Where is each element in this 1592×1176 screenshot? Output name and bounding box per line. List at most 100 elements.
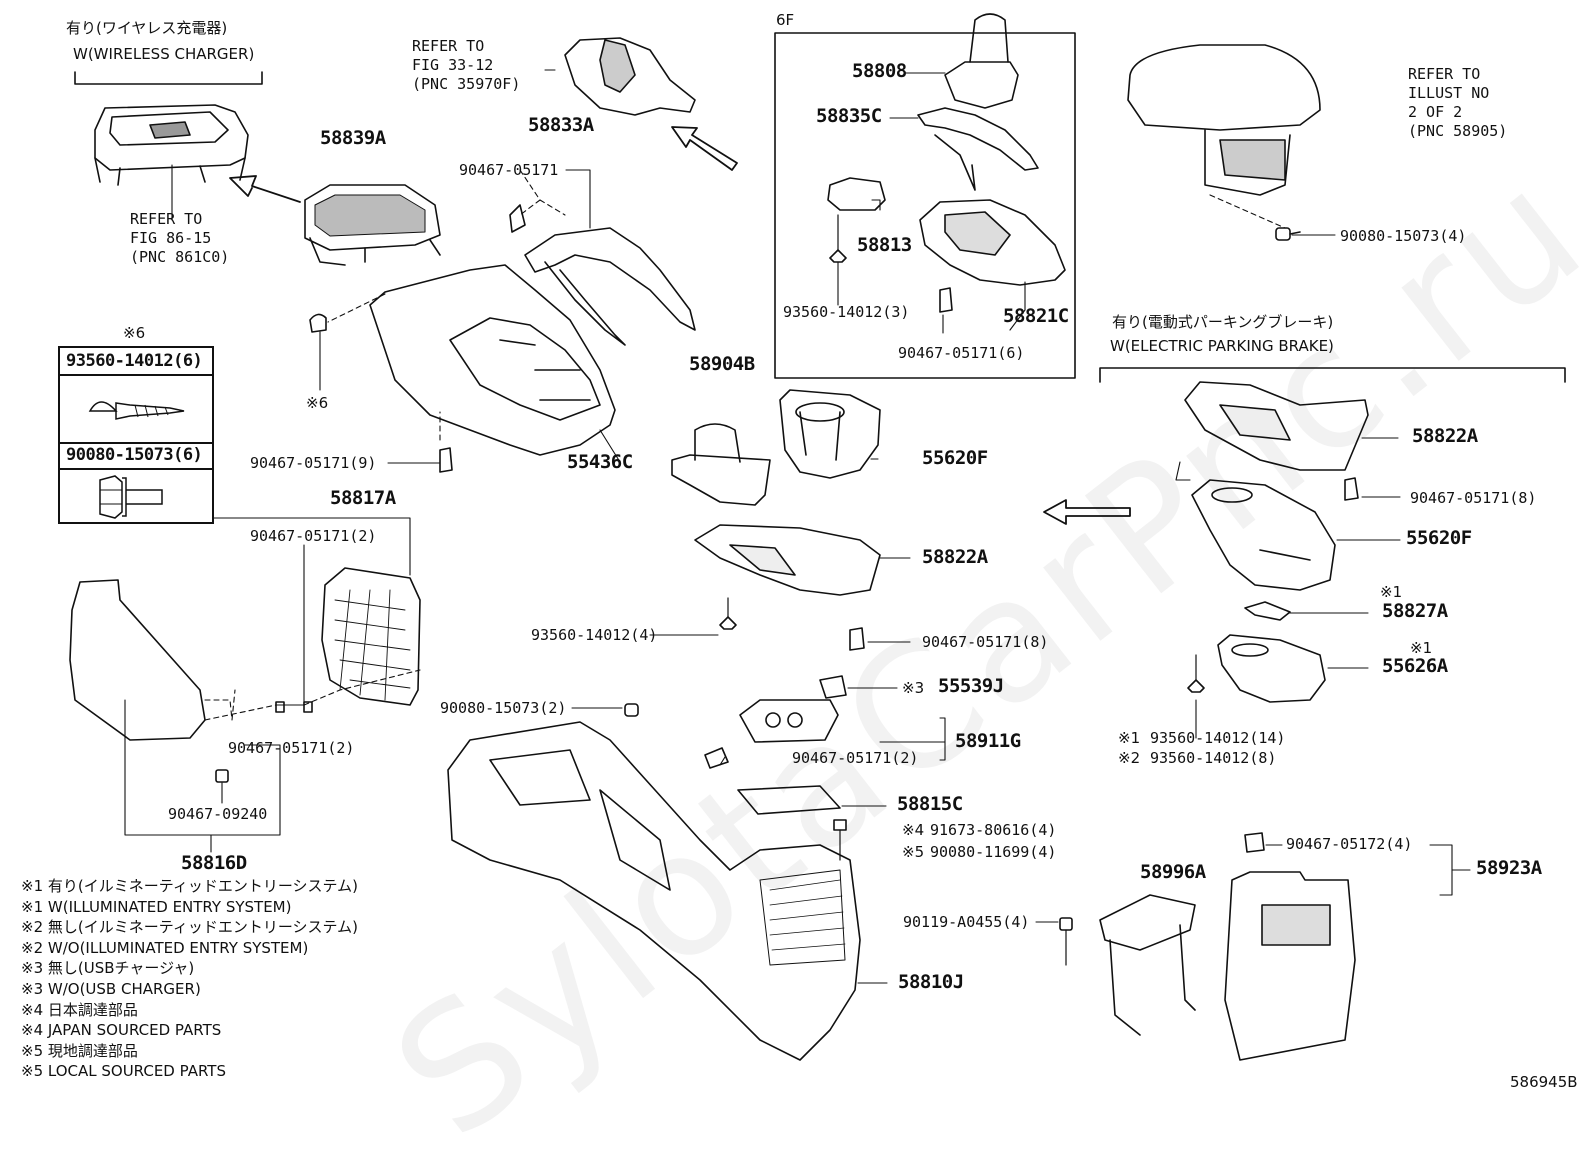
trim-58822A-shape <box>694 524 881 596</box>
part-58839A[interactable]: 58839A <box>320 127 386 149</box>
part-58822A-center[interactable]: 58822A <box>922 546 988 568</box>
arrow-58839A <box>229 175 301 203</box>
part-58923A[interactable]: 58923A <box>1476 857 1542 879</box>
sidepanel-58816D-shape <box>69 579 206 741</box>
part-58822A-right[interactable]: 58822A <box>1412 425 1478 447</box>
mark-93560-8: ※2 <box>1118 749 1141 767</box>
part-93560-14012-4[interactable]: 93560-14012(4) <box>531 626 658 644</box>
cupholder-55620F-shape <box>779 389 881 479</box>
part-90467-05171-a[interactable]: 90467-05171 <box>459 161 559 179</box>
part-90467-05172-4[interactable]: 90467-05172(4) <box>1286 835 1413 853</box>
mark-6-box: ※6 <box>123 324 146 342</box>
legend-notes: ※1 有り(イルミネーティッドエントリーシステム) ※1 W(ILLUMINAT… <box>21 876 358 1082</box>
wireless-charger-shape <box>94 104 249 186</box>
panel-58911G-shape <box>739 699 839 743</box>
console-58810J-shape <box>447 721 861 1061</box>
epb-header-en: W(ELECTRIC PARKING BRAKE) <box>1110 337 1334 355</box>
pad-58815C-shape <box>737 785 841 815</box>
part-90080-15073-4[interactable]: 90080-15073(4) <box>1340 227 1467 245</box>
mark-55539J: ※3 <box>902 679 925 697</box>
part-55539J[interactable]: 55539J <box>938 675 1004 697</box>
wireless-charger-header-jp: 有り(ワイヤレス充電器) <box>66 19 228 37</box>
mark-93560-14: ※1 <box>1118 729 1141 747</box>
mark-55626A: ※1 <box>1410 639 1433 657</box>
note-2-en: ※2 W/O(ILLUMINATED ENTRY SYSTEM) <box>21 938 309 957</box>
part-90467-05171-8b[interactable]: 90467-05171(8) <box>1410 489 1537 507</box>
part-90080-15073-2[interactable]: 90080-15073(2) <box>440 699 567 717</box>
armrest-shape <box>1127 44 1321 196</box>
part-58904B[interactable]: 58904B <box>689 353 755 375</box>
cupholder-55620F-right-shape <box>1191 479 1336 591</box>
part-55620F-right[interactable]: 55620F <box>1406 527 1472 549</box>
switch-58813-shape <box>827 177 886 211</box>
mark-91673: ※4 <box>902 821 925 839</box>
part-93560-14012-14[interactable]: 93560-14012(14) <box>1150 729 1286 747</box>
part-90080-15073-6: 90080-15073(6) <box>66 445 203 465</box>
part-58835C[interactable]: 58835C <box>816 105 882 127</box>
part-90080-11699-4[interactable]: 90080-11699(4) <box>930 843 1057 861</box>
group-6f-label: 6F <box>776 11 795 29</box>
part-90467-09240[interactable]: 90467-09240 <box>168 805 268 823</box>
leaders <box>124 69 1471 984</box>
part-93560-14012-6: 93560-14012(6) <box>66 351 203 371</box>
part-93560-14012-8[interactable]: 93560-14012(8) <box>1150 749 1277 767</box>
part-58815C[interactable]: 58815C <box>897 793 963 815</box>
part-58827A[interactable]: 58827A <box>1382 600 1448 622</box>
part-58833A[interactable]: 58833A <box>528 114 594 136</box>
note-4-jp: ※4 日本調達部品 <box>21 1000 138 1019</box>
part-91673-80616-4[interactable]: 91673-80616(4) <box>930 821 1057 839</box>
note-4-en: ※4 JAPAN SOURCED PARTS <box>21 1021 222 1040</box>
panel-55436C-shape <box>369 264 616 456</box>
part-90467-05171-8a[interactable]: 90467-05171(8) <box>922 633 1049 651</box>
part-93560-14012-3[interactable]: 93560-14012(3) <box>783 303 910 321</box>
part-58808[interactable]: 58808 <box>852 60 907 82</box>
cover-58923A-shape <box>1224 871 1356 1061</box>
box-58904B-shape <box>671 423 771 506</box>
light-58827A-shape <box>1244 601 1291 621</box>
mark-58827A: ※1 <box>1380 583 1403 601</box>
bracket-58996A-shape <box>1099 894 1196 1036</box>
tray-58839A-shape <box>304 184 441 266</box>
part-90467-05171-9[interactable]: 90467-05171(9) <box>250 454 377 472</box>
part-58821C[interactable]: 58821C <box>1003 305 1069 327</box>
grille-58817A-shape <box>321 567 421 706</box>
note-1-jp: ※1 有り(イルミネーティッドエントリーシステム) <box>21 877 358 895</box>
diagram-drawing <box>69 13 1566 1061</box>
part-58817A[interactable]: 58817A <box>330 487 396 509</box>
parts-diagram: SylotaCarPnc.ru <box>21 11 1592 1176</box>
note-1-en: ※1 W(ILLUMINATED ENTRY SYSTEM) <box>21 897 292 916</box>
part-90467-05171-2c[interactable]: 90467-05171(2) <box>792 749 919 767</box>
part-90467-05171-2b[interactable]: 90467-05171(2) <box>228 739 355 757</box>
note-2-jp: ※2 無し(イルミネーティッドエントリーシステム) <box>21 918 358 937</box>
part-90119-A0455-4[interactable]: 90119-A0455(4) <box>903 913 1030 931</box>
note-5-jp: ※5 現地調達部品 <box>21 1041 138 1060</box>
mark-6-fastener: ※6 <box>306 394 329 412</box>
trim-58835C-shape <box>917 107 1039 191</box>
screw-icon <box>88 401 185 420</box>
part-58911G[interactable]: 58911G <box>955 730 1021 752</box>
part-58816D[interactable]: 58816D <box>181 852 247 874</box>
note-3-jp: ※3 無し(USBチャージャ) <box>21 959 195 978</box>
part-90467-05171-6[interactable]: 90467-05171(6) <box>898 344 1025 362</box>
note-3-en: ※3 W/O(USB CHARGER) <box>21 979 201 998</box>
part-58813[interactable]: 58813 <box>857 234 912 256</box>
base-58821C-shape <box>919 199 1066 286</box>
shift-bezel-shape <box>564 37 696 116</box>
note-5-en: ※5 LOCAL SOURCED PARTS <box>21 1062 226 1081</box>
figure-code: 586945B <box>1510 1073 1578 1091</box>
bezel-58833A-shape <box>524 227 696 346</box>
wireless-charger-header-en: W(WIRELESS CHARGER) <box>73 45 255 63</box>
bolt-icon <box>99 475 163 519</box>
refer-illust-2-of-2: REFER TO ILLUST NO 2 OF 2 (PNC 58905) <box>1408 65 1508 140</box>
refer-fig-86-15: REFER TO FIG 86-15 (PNC 861C0) <box>130 210 230 266</box>
part-58810J[interactable]: 58810J <box>898 971 964 993</box>
part-90467-05171-2a[interactable]: 90467-05171(2) <box>250 527 377 545</box>
part-55436C[interactable]: 55436C <box>567 451 633 473</box>
fastener-box: 93560-14012(6) 90080-15073(6) <box>58 346 214 524</box>
part-55620F-center[interactable]: 55620F <box>922 447 988 469</box>
epb-header-jp: 有り(電動式パーキングブレーキ) <box>1112 313 1334 331</box>
part-55626A[interactable]: 55626A <box>1382 655 1448 677</box>
part-58996A[interactable]: 58996A <box>1140 861 1206 883</box>
light-55626A-shape <box>1217 634 1326 703</box>
mark-90080-11699: ※5 <box>902 843 925 861</box>
